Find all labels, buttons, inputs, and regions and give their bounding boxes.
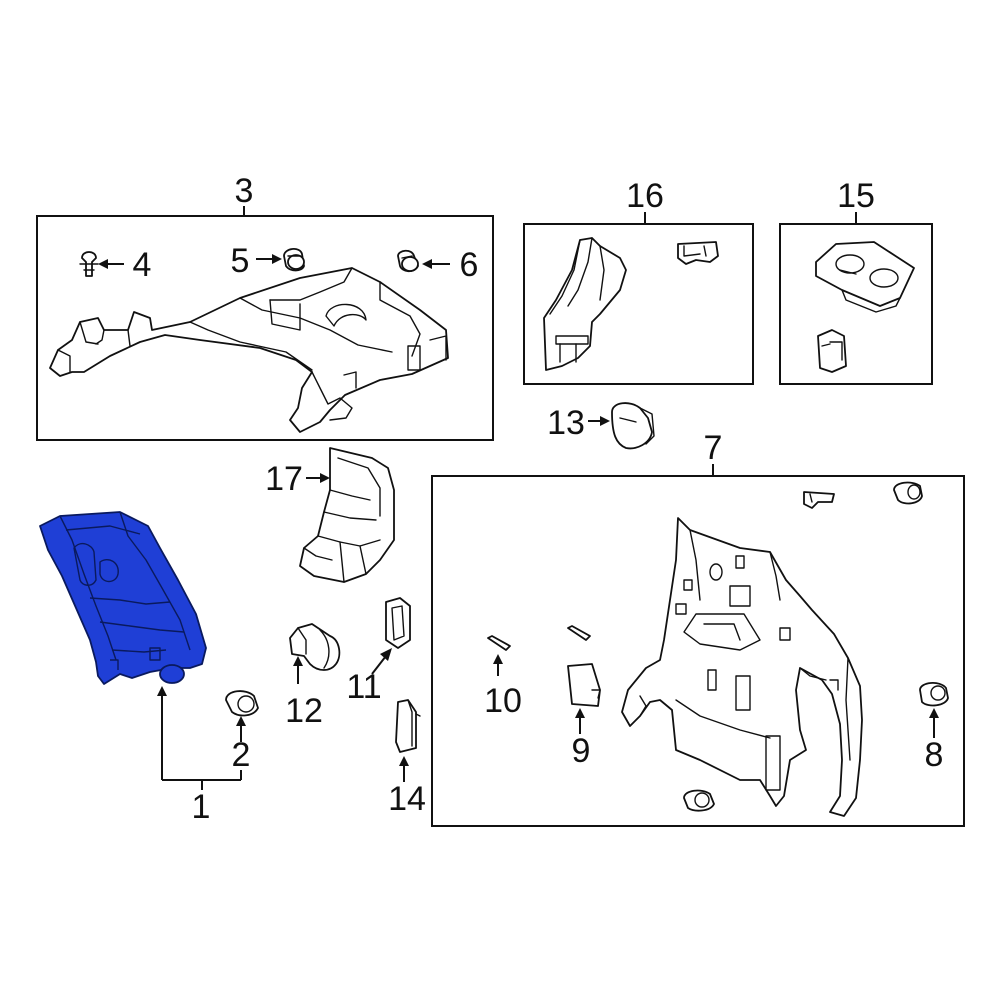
part-10-pad[interactable] xyxy=(487,635,511,651)
group-box-7 xyxy=(431,475,965,827)
callout-11[interactable]: 11 xyxy=(346,668,381,706)
callout-1[interactable]: 1 xyxy=(192,788,211,826)
part-2-grommet[interactable] xyxy=(225,690,259,717)
callout-6[interactable]: 6 xyxy=(460,246,479,284)
part-5-fastener[interactable] xyxy=(283,248,305,272)
callout-17[interactable]: 17 xyxy=(265,460,303,498)
group-box-3 xyxy=(36,215,494,441)
part-15-cup-holder[interactable] xyxy=(815,241,915,313)
part-12-cap[interactable] xyxy=(289,623,341,671)
callout-14[interactable]: 14 xyxy=(388,780,426,818)
part-13-cap[interactable] xyxy=(611,402,655,450)
callout-15[interactable]: 15 xyxy=(837,177,875,215)
part-6-fastener[interactable] xyxy=(397,249,419,273)
part-1-lower-quarter-trim[interactable] xyxy=(39,511,207,685)
callout-12[interactable]: 12 xyxy=(285,692,323,730)
part-14-bracket[interactable] xyxy=(395,699,421,753)
part-17-duct[interactable] xyxy=(299,447,395,583)
callout-5[interactable]: 5 xyxy=(231,242,250,280)
callout-7[interactable]: 7 xyxy=(704,429,723,467)
part-7-grommet-bottom[interactable] xyxy=(683,789,715,812)
part-7-clip-top[interactable] xyxy=(803,491,835,509)
part-11-seal[interactable] xyxy=(385,597,411,649)
part-7-grommet-top[interactable] xyxy=(893,481,923,505)
part-3-upper-quarter-trim[interactable] xyxy=(49,267,449,433)
callout-9[interactable]: 9 xyxy=(572,732,591,770)
callout-2[interactable]: 2 xyxy=(232,736,251,774)
part-16-trim-piece[interactable] xyxy=(543,237,627,371)
callout-10[interactable]: 10 xyxy=(484,682,522,720)
callout-16[interactable]: 16 xyxy=(626,177,664,215)
part-4-clip[interactable] xyxy=(79,251,99,277)
callout-3[interactable]: 3 xyxy=(235,172,254,210)
part-7-quarter-panel[interactable] xyxy=(621,517,863,817)
part-15-bracket[interactable] xyxy=(817,329,847,373)
part-9-pad[interactable] xyxy=(567,625,591,641)
part-8-grommet[interactable] xyxy=(919,682,949,707)
callout-8[interactable]: 8 xyxy=(925,736,944,774)
callout-13[interactable]: 13 xyxy=(547,404,585,442)
part-9-cover[interactable] xyxy=(567,663,601,707)
group-box-16 xyxy=(523,223,754,385)
part-16-clip[interactable] xyxy=(677,241,719,265)
callout-4[interactable]: 4 xyxy=(133,246,152,284)
